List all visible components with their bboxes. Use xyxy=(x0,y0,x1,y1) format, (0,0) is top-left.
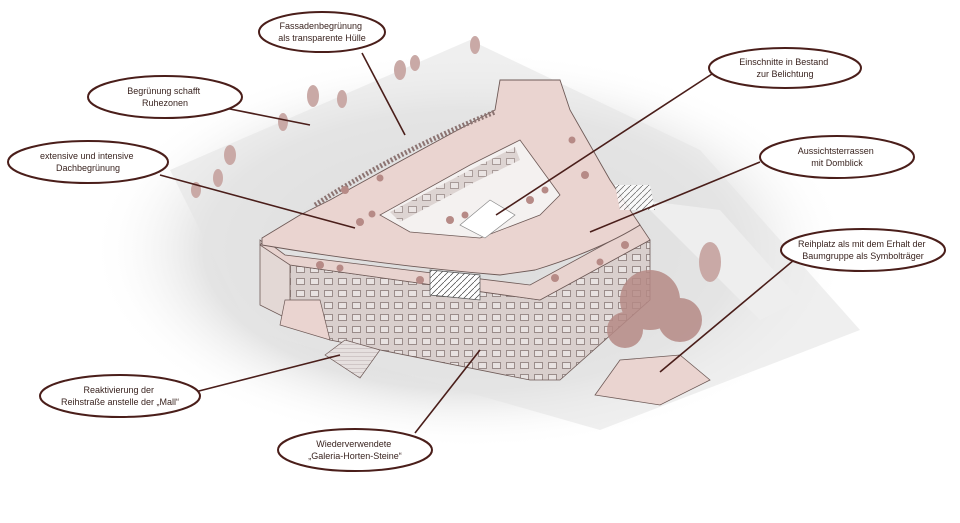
annotation-dach: extensive und intensive Dachbegrünung xyxy=(7,140,169,184)
tree-icon xyxy=(394,60,406,80)
building xyxy=(259,79,711,406)
green-facade xyxy=(313,109,496,208)
entrance-plaza xyxy=(279,299,331,341)
annotation-text-line: Reihstraße anstelle der „Mall“ xyxy=(61,397,179,407)
glass-entrance xyxy=(429,269,481,301)
svg-text:Begrünung schafft Ruhe: Begrünung schafft Ruhezonen xyxy=(127,86,202,108)
tree-icon xyxy=(307,85,319,107)
annotation-ellipse xyxy=(708,47,862,89)
annotation-terrassen: Aussichtsterrassen mit Domblick xyxy=(759,135,915,179)
background-trees xyxy=(191,36,721,282)
roof-plants xyxy=(316,136,629,289)
annotation-text-line: „Galeria-Horten-Steine“ xyxy=(308,451,402,461)
courtyard-wall xyxy=(390,147,520,222)
reihplatz-plaza xyxy=(594,354,711,406)
annotation-text-line: Wiederverwendete xyxy=(316,439,391,449)
svg-text:Reaktivierung der Reih: Reaktivierung der Reihstraße anstelle de… xyxy=(61,385,179,407)
svg-text:Wiederverwendete „Gale: Wiederverwendete „Galeria-Horten-Steine“ xyxy=(308,439,402,461)
annotation-text-line: zur Belichtung xyxy=(756,69,813,79)
inner-courtyard xyxy=(379,139,561,239)
svg-text:extensive und intensive: extensive und intensive Dachbegrünung xyxy=(40,151,136,173)
annotation-ellipse xyxy=(87,75,243,119)
annotation-text-line: Reaktivierung der xyxy=(83,385,154,395)
leader-line xyxy=(414,349,481,434)
annotation-reihstrasse: Reaktivierung der Reihstraße anstelle de… xyxy=(39,374,201,418)
annotation-ellipse xyxy=(277,428,433,472)
annotation-text-line: Baumgruppe als Symbolträger xyxy=(802,251,924,261)
skylight xyxy=(459,199,516,239)
annotation-text-line: extensive und intensive xyxy=(40,151,134,161)
annotation-begruenung: Begrünung schafft Ruhezonen xyxy=(87,75,243,119)
annotation-reihplatz: Reihplatz als mit dem Erhalt der Baumgru… xyxy=(780,228,946,272)
stairs xyxy=(324,339,381,379)
annotation-ellipse xyxy=(258,11,386,53)
svg-text:Aussichtsterrassen mit: Aussichtsterrassen mit Domblick xyxy=(798,146,877,168)
svg-text:Reihplatz als mit dem Erhalt d: Reihplatz als mit dem Erhalt der Baumgru… xyxy=(798,239,928,261)
tree-icon xyxy=(224,145,236,165)
annotation-ellipse xyxy=(759,135,915,179)
annotation-text-line: Ruhezonen xyxy=(142,98,188,108)
annotation-fassade: Fassadenbegrünung als transparente Hülle xyxy=(258,11,386,53)
annotation-text-line: Aussichtsterrassen xyxy=(798,146,874,156)
tree-icon xyxy=(470,36,480,54)
svg-text:Fassadenbegrünung als: Fassadenbegrünung als transparente Hülle xyxy=(278,21,366,43)
tree-icon xyxy=(213,169,223,187)
annotation-text-line: Fassadenbegrünung xyxy=(279,21,362,31)
annotation-einschnitte: Einschnitte in Bestand zur Belichtung xyxy=(708,47,862,89)
annotation-text-line: mit Domblick xyxy=(811,158,863,168)
annotation-ellipse xyxy=(780,228,946,272)
annotations: Fassadenbegrünung als transparente Hülle… xyxy=(7,11,946,472)
tree-icon xyxy=(699,242,721,282)
leader-line xyxy=(224,107,311,126)
annotation-text-line: Dachbegrünung xyxy=(56,163,120,173)
annotation-steine: Wiederverwendete „Galeria-Horten-Steine“ xyxy=(277,428,433,472)
leader-line xyxy=(194,354,341,393)
tree-icon xyxy=(278,113,288,131)
crosswalk xyxy=(615,185,655,210)
leader-line xyxy=(659,254,801,373)
annotation-ellipse xyxy=(7,140,169,184)
annotation-ellipse xyxy=(39,374,201,418)
annotation-text-line: Reihplatz als mit dem Erhalt der xyxy=(798,239,926,249)
leader-line xyxy=(159,174,356,229)
annotation-text-line: als transparente Hülle xyxy=(278,33,366,43)
leader-line xyxy=(495,71,716,216)
reihplatz-trees xyxy=(607,270,702,348)
annotation-text-line: Begrünung schafft xyxy=(127,86,200,96)
tree-icon xyxy=(337,90,347,108)
leader-line xyxy=(361,52,406,136)
svg-text:Einschnitte in Bestand: Einschnitte in Bestand zur Belichtung xyxy=(739,57,831,79)
terrace-level xyxy=(259,224,651,301)
leader-lines xyxy=(159,52,801,434)
annotation-text-line: Einschnitte in Bestand xyxy=(739,57,828,67)
tree-icon xyxy=(410,55,420,71)
leader-line xyxy=(589,161,761,233)
